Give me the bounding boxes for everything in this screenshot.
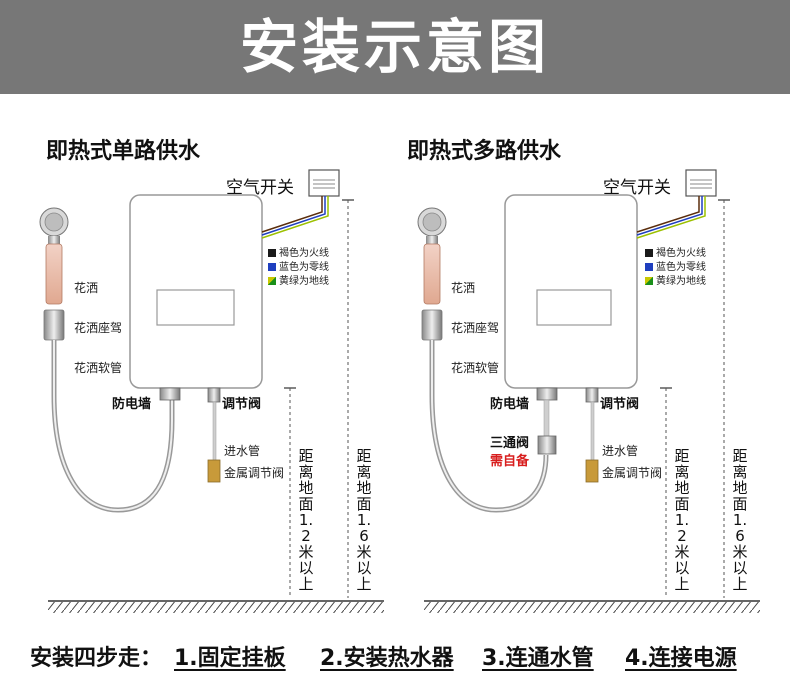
swatch-live [268,249,276,257]
right-outlet-fitting [536,387,558,401]
right-live-wire [636,196,700,233]
right-shower-hose-label: 花洒软管 [451,361,500,375]
right-inlet-label: 进水管 [602,444,639,458]
right-heading: 即热式多路供水 [407,139,562,164]
right-valve-label: 调节阀 [600,397,640,412]
left-air-switch-box [308,169,340,197]
left-shower-filter [45,243,63,305]
right-legend-neutral: 蓝色为零线 [645,258,706,273]
left-ground-hatch [48,602,384,613]
left-valve-label: 调节阀 [222,397,262,412]
left-metal-valve-label: 金属调节阀 [224,466,285,480]
left-height-1-2m-label: 距离地面1.2米以上 [298,447,314,593]
left-metal-valve [207,459,221,483]
left-inlet-label: 进水管 [224,444,261,458]
right-shower-filter [423,243,441,305]
step-3: 3.连通水管 [482,646,594,671]
right-shower-seat-label: 花洒座驾 [451,321,500,335]
right-self-provided-label: 需自备 [490,454,530,469]
right-anti-shock-label: 防电墙 [490,397,530,412]
right-air-switch-label: 空气开关 [603,178,671,198]
left-anti-shock-label: 防电墙 [112,397,152,412]
left-ground-wire [261,196,329,239]
step-4: 4.连接电源 [625,646,737,671]
install-steps: 安装四步走： 1.固定挂板 2.安装热水器 3.连通水管 4.连接电源 [0,640,790,676]
swatch-neutral [268,263,276,271]
left-shower-seat [43,309,65,341]
left-scene [39,169,384,613]
swatch-ground [645,277,653,285]
steps-prefix: 安装四步走： [30,646,163,671]
left-shower-seat-label: 花洒座驾 [74,321,123,335]
right-metal-valve [585,459,599,483]
right-legend-ground: 黄绿为地线 [645,272,706,287]
left-legend-neutral: 蓝色为零线 [268,258,329,273]
right-metal-valve-label: 金属调节阀 [602,466,663,480]
title-banner [0,0,790,94]
right-legend-live: 褐色为火线 [645,244,706,259]
left-neutral-wire [261,196,326,236]
right-tee-valve-label: 三通阀 [490,436,530,451]
right-scene [417,169,760,613]
step-1: 1.固定挂板 [174,646,286,671]
right-heater-display [536,289,612,326]
left-air-switch-label: 空气开关 [226,178,294,198]
left-height-1-6m-label: 距离地面1.6米以上 [356,447,372,593]
right-height-1-6m-label: 距离地面1.6米以上 [732,447,748,593]
right-height-1-2m-label: 距离地面1.2米以上 [674,447,690,593]
right-ground-hatch [424,602,760,613]
left-inlet-pipe [212,401,217,463]
swatch-live [645,249,653,257]
step-2: 2.安装热水器 [320,646,454,671]
left-shower-label: 花洒 [74,281,99,295]
left-outlet-fitting [159,387,181,401]
right-neutral-wire [636,196,703,236]
left-heading: 即热式单路供水 [46,139,201,164]
right-shower-label: 花洒 [451,281,476,295]
left-heater-display [156,289,235,326]
left-legend-ground: 黄绿为地线 [268,272,329,287]
left-live-wire [261,196,323,233]
page-title: 安装示意图 [239,13,550,81]
left-legend-live: 褐色为火线 [268,244,329,259]
left-shower-hose-label: 花洒软管 [74,361,123,375]
swatch-neutral [645,263,653,271]
right-shower-seat [421,309,443,341]
right-ground-wire [636,196,706,239]
right-air-switch-box [685,169,717,197]
right-inlet-pipe [590,401,595,463]
right-tee-valve [537,435,557,455]
swatch-ground [268,277,276,285]
